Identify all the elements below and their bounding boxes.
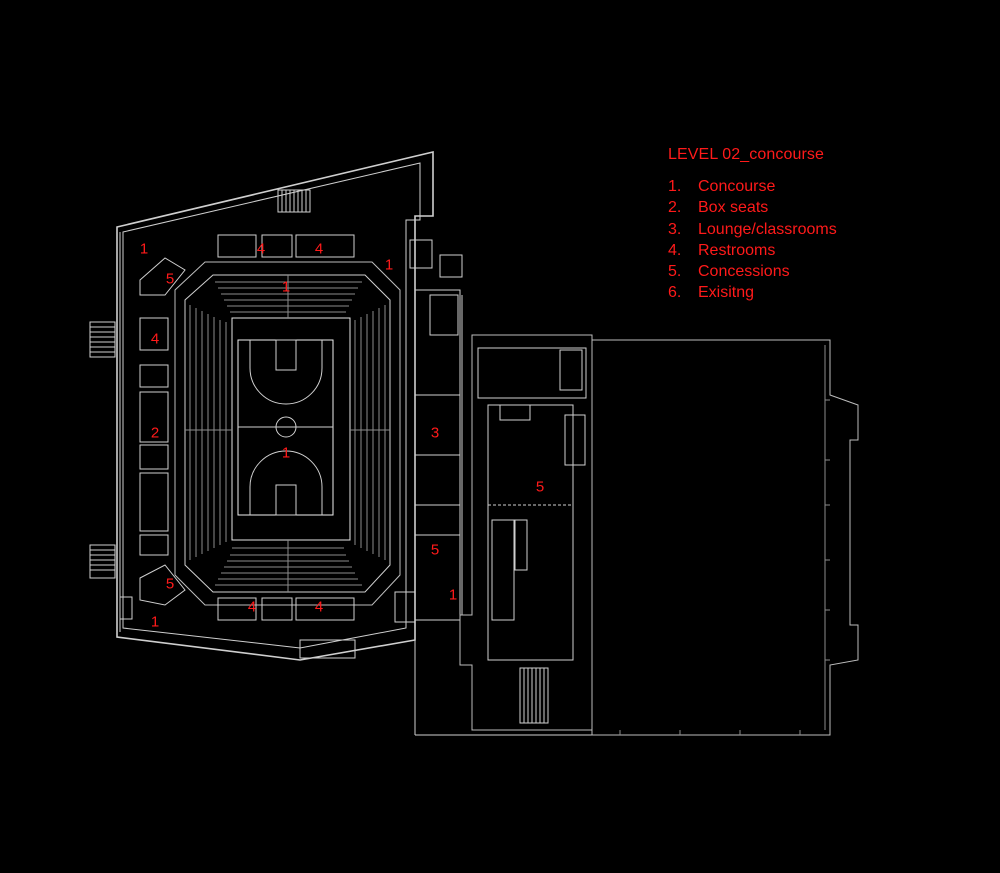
zone-label: 1 (281, 444, 291, 462)
legend-item-number: 2. (668, 199, 682, 217)
zone-label: 5 (165, 575, 175, 593)
seating-bowl (175, 262, 400, 605)
legend-item-number: 1. (668, 178, 682, 195)
zone-label: 4 (247, 598, 257, 616)
zone-label: 5 (165, 270, 175, 288)
legend-item-existing: 6. Exisitng (668, 282, 837, 303)
legend-item-label: Lounge/classrooms (698, 220, 837, 238)
legend-item-label: Exisitng (698, 284, 755, 302)
legend-title: LEVEL 02_concourse (668, 146, 824, 163)
zone-label: 4 (256, 240, 266, 258)
zone-label: 1 (150, 613, 160, 631)
legend-item-number: 5. (668, 263, 682, 281)
legend-item-restrooms: 4. Restrooms (668, 240, 837, 261)
arena-outer-wall (117, 152, 433, 660)
legend-item-label: Box seats (698, 199, 769, 217)
arena-inner-wall (123, 163, 420, 648)
zone-label: 5 (430, 541, 440, 559)
legend-item-label: Concessions (698, 263, 790, 281)
zone-label: 1 (448, 586, 458, 604)
legend-item-label: Restrooms (698, 241, 776, 259)
zone-label: 1 (281, 278, 291, 296)
existing-building (592, 340, 858, 735)
legend-item-number: 3. (668, 220, 682, 238)
legend-item-lounge-classrooms: 3. Lounge/classrooms (668, 219, 837, 240)
legend-item-concourse: 1. Concourse (668, 176, 837, 197)
middle-wing (460, 335, 592, 730)
zone-label: 4 (314, 240, 324, 258)
plan-legend: LEVEL 02_concourse 1. Concourse 2. Box sea… (668, 146, 837, 304)
zone-label: 5 (535, 478, 545, 496)
zone-label: 1 (139, 240, 149, 258)
zone-label: 3 (430, 424, 440, 442)
zone-label: 4 (150, 330, 160, 348)
legend-item-concessions: 5. Concessions (668, 261, 837, 282)
zone-label: 1 (384, 256, 394, 274)
legend-item-box-seats: 2. Box seats (668, 197, 837, 218)
zone-label: 2 (150, 424, 160, 442)
zone-label: 4 (314, 598, 324, 616)
legend-item-number: 4. (668, 241, 682, 259)
legend-item-number: 6. (668, 284, 682, 302)
legend-item-label: Concourse (698, 178, 776, 195)
